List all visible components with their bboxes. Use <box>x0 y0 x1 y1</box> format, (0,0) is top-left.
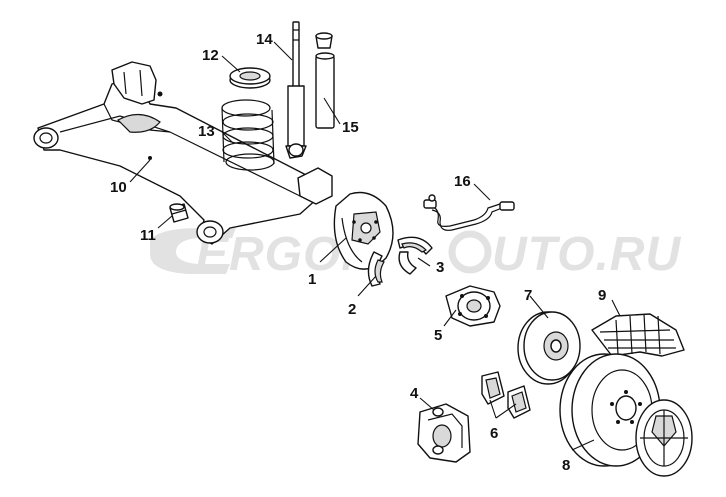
coil-spring <box>221 99 275 171</box>
callout-13: 13 <box>198 123 215 140</box>
callout-11: 11 <box>140 227 156 244</box>
callout-5: 5 <box>434 327 442 344</box>
shock-absorber <box>285 21 307 159</box>
watermark: ERGON UTO.RU <box>150 228 681 281</box>
brake-shoe-lower <box>367 251 385 287</box>
callout-9: 9 <box>598 287 606 304</box>
callout-1: 1 <box>308 271 316 288</box>
callout-10: 10 <box>110 179 127 196</box>
brake-hose <box>423 194 515 231</box>
callout-12: 12 <box>202 47 219 64</box>
brake-backing-plate <box>333 191 394 270</box>
brake-pads <box>481 371 531 419</box>
callout-2: 2 <box>348 301 356 318</box>
shock-boot <box>315 32 335 129</box>
watermark-right-text: UTO.RU <box>492 228 681 281</box>
wheel-cap <box>635 399 693 477</box>
brake-disc <box>517 311 581 385</box>
wheel-hub <box>445 285 501 327</box>
brake-caliper <box>417 403 471 463</box>
callout-14: 14 <box>256 31 273 48</box>
callout-labels: 1 2 3 4 5 6 7 8 9 10 11 12 13 14 15 16 <box>110 31 606 474</box>
callout-6: 6 <box>490 425 498 442</box>
spring-seat-pad <box>229 67 271 89</box>
callout-3: 3 <box>436 259 444 276</box>
callout-8: 8 <box>562 457 570 474</box>
tire <box>591 313 685 357</box>
rear-axle-beam <box>33 61 333 245</box>
callout-4: 4 <box>410 385 419 402</box>
brake-shoe-upper <box>397 236 433 275</box>
callout-15: 15 <box>342 119 359 136</box>
axle-bushing <box>169 203 189 223</box>
callout-16: 16 <box>454 173 471 190</box>
leader-lines <box>129 41 621 451</box>
callout-7: 7 <box>524 287 532 304</box>
